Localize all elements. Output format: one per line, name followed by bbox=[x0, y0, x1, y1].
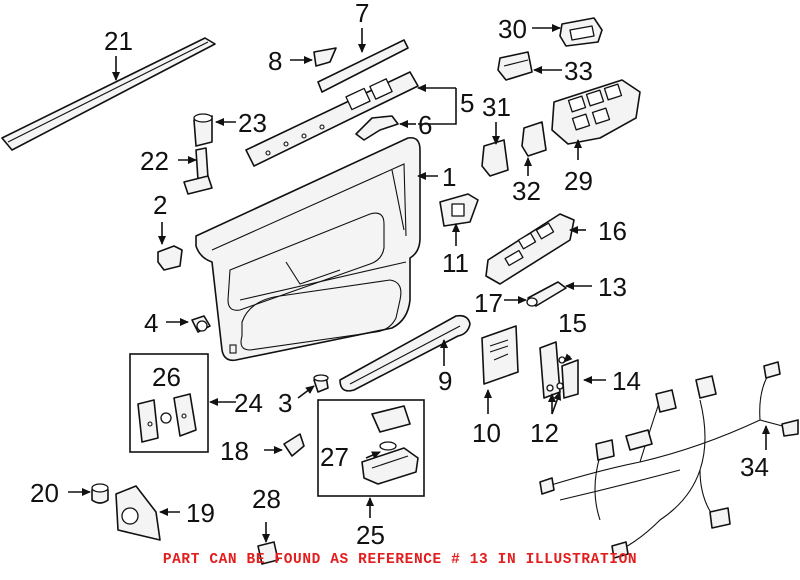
part-30-switch-cap bbox=[559, 17, 603, 47]
callout-1: 1 bbox=[442, 162, 456, 192]
callout-3: 3 bbox=[278, 388, 292, 418]
leader-lines bbox=[68, 24, 770, 543]
part-33-switch bbox=[497, 51, 533, 81]
callout-10: 10 bbox=[472, 418, 501, 448]
part-17-lamp bbox=[526, 281, 567, 307]
part-8-clip bbox=[313, 47, 337, 67]
part-14-bracket bbox=[539, 341, 579, 399]
part-2-bracket bbox=[157, 245, 183, 271]
callout-14: 14 bbox=[612, 366, 641, 396]
callout-20: 20 bbox=[30, 478, 59, 508]
part-3-screw bbox=[313, 374, 329, 393]
callout-25: 25 bbox=[356, 520, 385, 550]
callout-9: 9 bbox=[438, 366, 452, 396]
part-16-switch-panel bbox=[485, 213, 575, 285]
part-11-switch-bezel bbox=[439, 193, 479, 227]
part-28-bracket bbox=[257, 541, 279, 565]
part-1-door-panel bbox=[195, 136, 421, 362]
callout-16: 16 bbox=[598, 216, 627, 246]
part-21-belt-molding bbox=[1, 37, 216, 151]
callout-19: 19 bbox=[186, 498, 215, 528]
group-box-24 bbox=[129, 353, 209, 453]
part-32-switch bbox=[521, 121, 547, 157]
callout-18: 18 bbox=[220, 436, 249, 466]
callout-31: 31 bbox=[482, 92, 511, 122]
part-31-switch bbox=[481, 139, 509, 177]
callout-28: 28 bbox=[252, 484, 281, 514]
callout-23: 23 bbox=[238, 108, 267, 138]
part-10-mirror bbox=[481, 325, 519, 385]
callout-33: 33 bbox=[564, 56, 593, 86]
callout-2: 2 bbox=[153, 190, 167, 220]
reference-notice: PART CAN BE FOUND AS REFERENCE # 13 IN I… bbox=[162, 552, 638, 568]
callout-15: 15 bbox=[558, 308, 587, 338]
part-23-cap bbox=[193, 113, 213, 147]
callout-27: 27 bbox=[320, 442, 349, 472]
callout-11: 11 bbox=[442, 248, 469, 278]
part-22-lock-rod bbox=[183, 147, 213, 195]
callout-13: 13 bbox=[598, 272, 627, 302]
callout-24: 24 bbox=[234, 388, 263, 418]
part-9-armrest-trim bbox=[339, 314, 471, 392]
callout-32: 32 bbox=[512, 176, 541, 206]
part-20-grommet bbox=[91, 483, 109, 504]
part-29-master-switch bbox=[551, 79, 641, 145]
part-18-clip bbox=[283, 433, 305, 457]
part-6-handle-insert bbox=[355, 115, 399, 141]
part-4-push-clip bbox=[191, 315, 211, 333]
callout-5: 5 bbox=[460, 88, 474, 118]
callout-29: 29 bbox=[564, 166, 593, 196]
part-34-wiring-harness bbox=[539, 361, 799, 559]
callout-labels: 21 7 8 30 33 5 6 23 31 22 1 32 29 2 16 1… bbox=[30, 0, 769, 550]
callout-22: 22 bbox=[140, 146, 169, 176]
callout-12: 12 bbox=[530, 418, 559, 448]
callout-7: 7 bbox=[355, 0, 369, 28]
callout-30: 30 bbox=[498, 14, 527, 44]
callout-8: 8 bbox=[268, 46, 282, 76]
callout-6: 6 bbox=[418, 110, 432, 140]
group-box-25 bbox=[317, 399, 425, 497]
part-7-trim-strip bbox=[317, 39, 409, 93]
part-19-speaker-cover bbox=[115, 485, 161, 541]
callout-26: 26 bbox=[152, 362, 181, 392]
callout-4: 4 bbox=[144, 308, 158, 338]
callout-34: 34 bbox=[740, 452, 769, 482]
callout-21: 21 bbox=[104, 26, 133, 56]
callout-17: 17 bbox=[474, 288, 503, 318]
